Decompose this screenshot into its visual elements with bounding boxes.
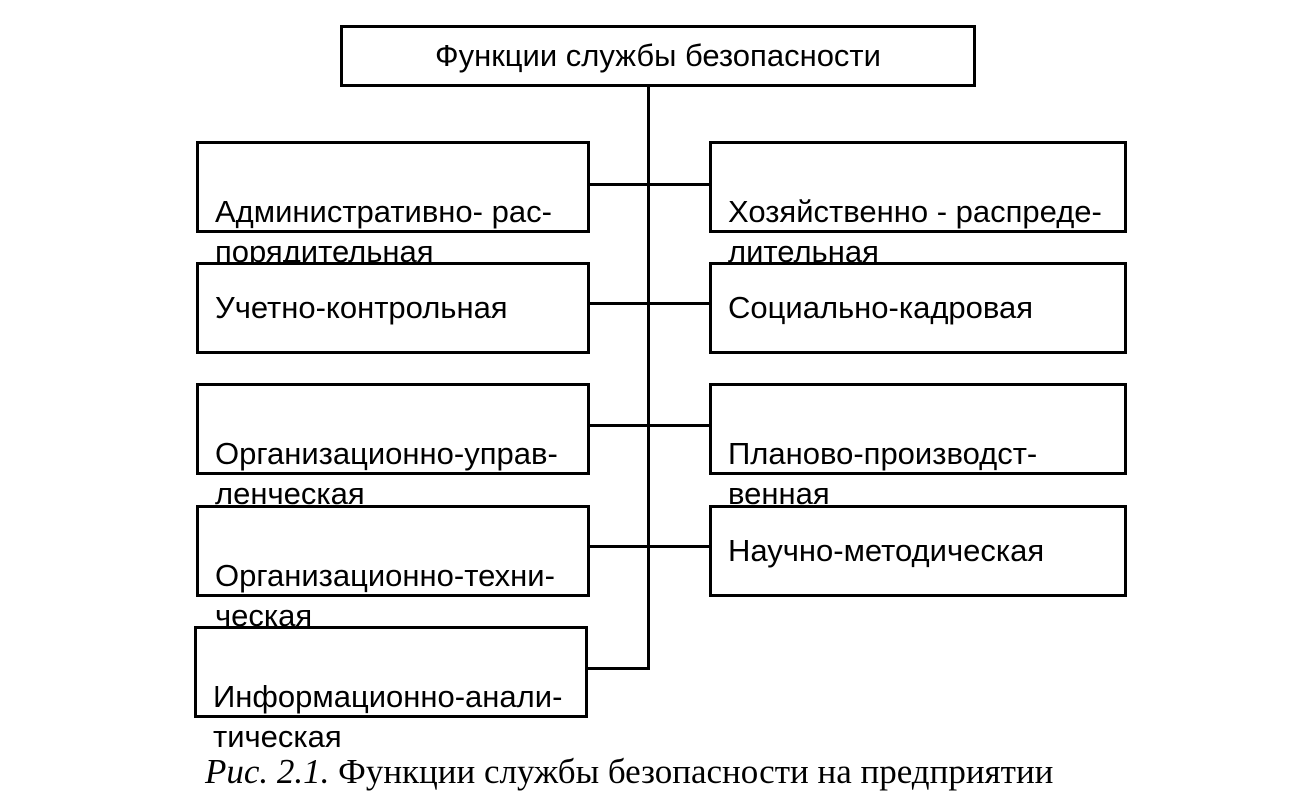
right-node-3: Планово-производст- венная: [709, 383, 1127, 511]
figure-label: Рис. 2.1.: [205, 752, 330, 791]
right-node-1: Хозяйственно - распреде- лительная: [709, 141, 1127, 269]
figure-caption: Рис. 2.1. Функции службы безопасности на…: [205, 752, 1053, 792]
left-node-1: Административно- рас- порядительная: [196, 141, 590, 269]
left-node-4-label: Организационно-техни- ческая: [215, 558, 555, 633]
connector-row-1: [590, 183, 709, 186]
left-node-1-label: Административно- рас- порядительная: [215, 194, 552, 269]
right-node-4-label: Научно-методическая: [728, 533, 1045, 568]
figure-caption-text: Функции службы безопасности на предприят…: [338, 752, 1054, 791]
connector-row-5: [588, 667, 650, 670]
right-node-2: Социально-кадровая: [709, 262, 1127, 354]
left-node-3-label: Организационно-управ- ленческая: [215, 436, 558, 511]
left-node-2-label: Учетно-контрольная: [215, 290, 508, 325]
right-node-4: Научно-методическая: [709, 505, 1127, 597]
root-label: Функции службы безопасности: [435, 38, 881, 73]
trunk-line: [647, 87, 650, 670]
right-node-3-label: Планово-производст- венная: [728, 436, 1038, 511]
left-node-3: Организационно-управ- ленческая: [196, 383, 590, 511]
right-node-1-label: Хозяйственно - распреде- лительная: [728, 194, 1102, 269]
connector-row-4: [590, 545, 709, 548]
connector-row-2: [590, 302, 709, 305]
root-node: Функции службы безопасности: [340, 25, 976, 87]
left-node-5: Информационно-анали- тическая: [194, 626, 588, 754]
left-node-5-label: Информационно-анали- тическая: [213, 679, 563, 754]
right-node-2-label: Социально-кадровая: [728, 290, 1034, 325]
left-node-4: Организационно-техни- ческая: [196, 505, 590, 633]
connector-row-3: [590, 424, 709, 427]
left-node-2: Учетно-контрольная: [196, 262, 590, 354]
